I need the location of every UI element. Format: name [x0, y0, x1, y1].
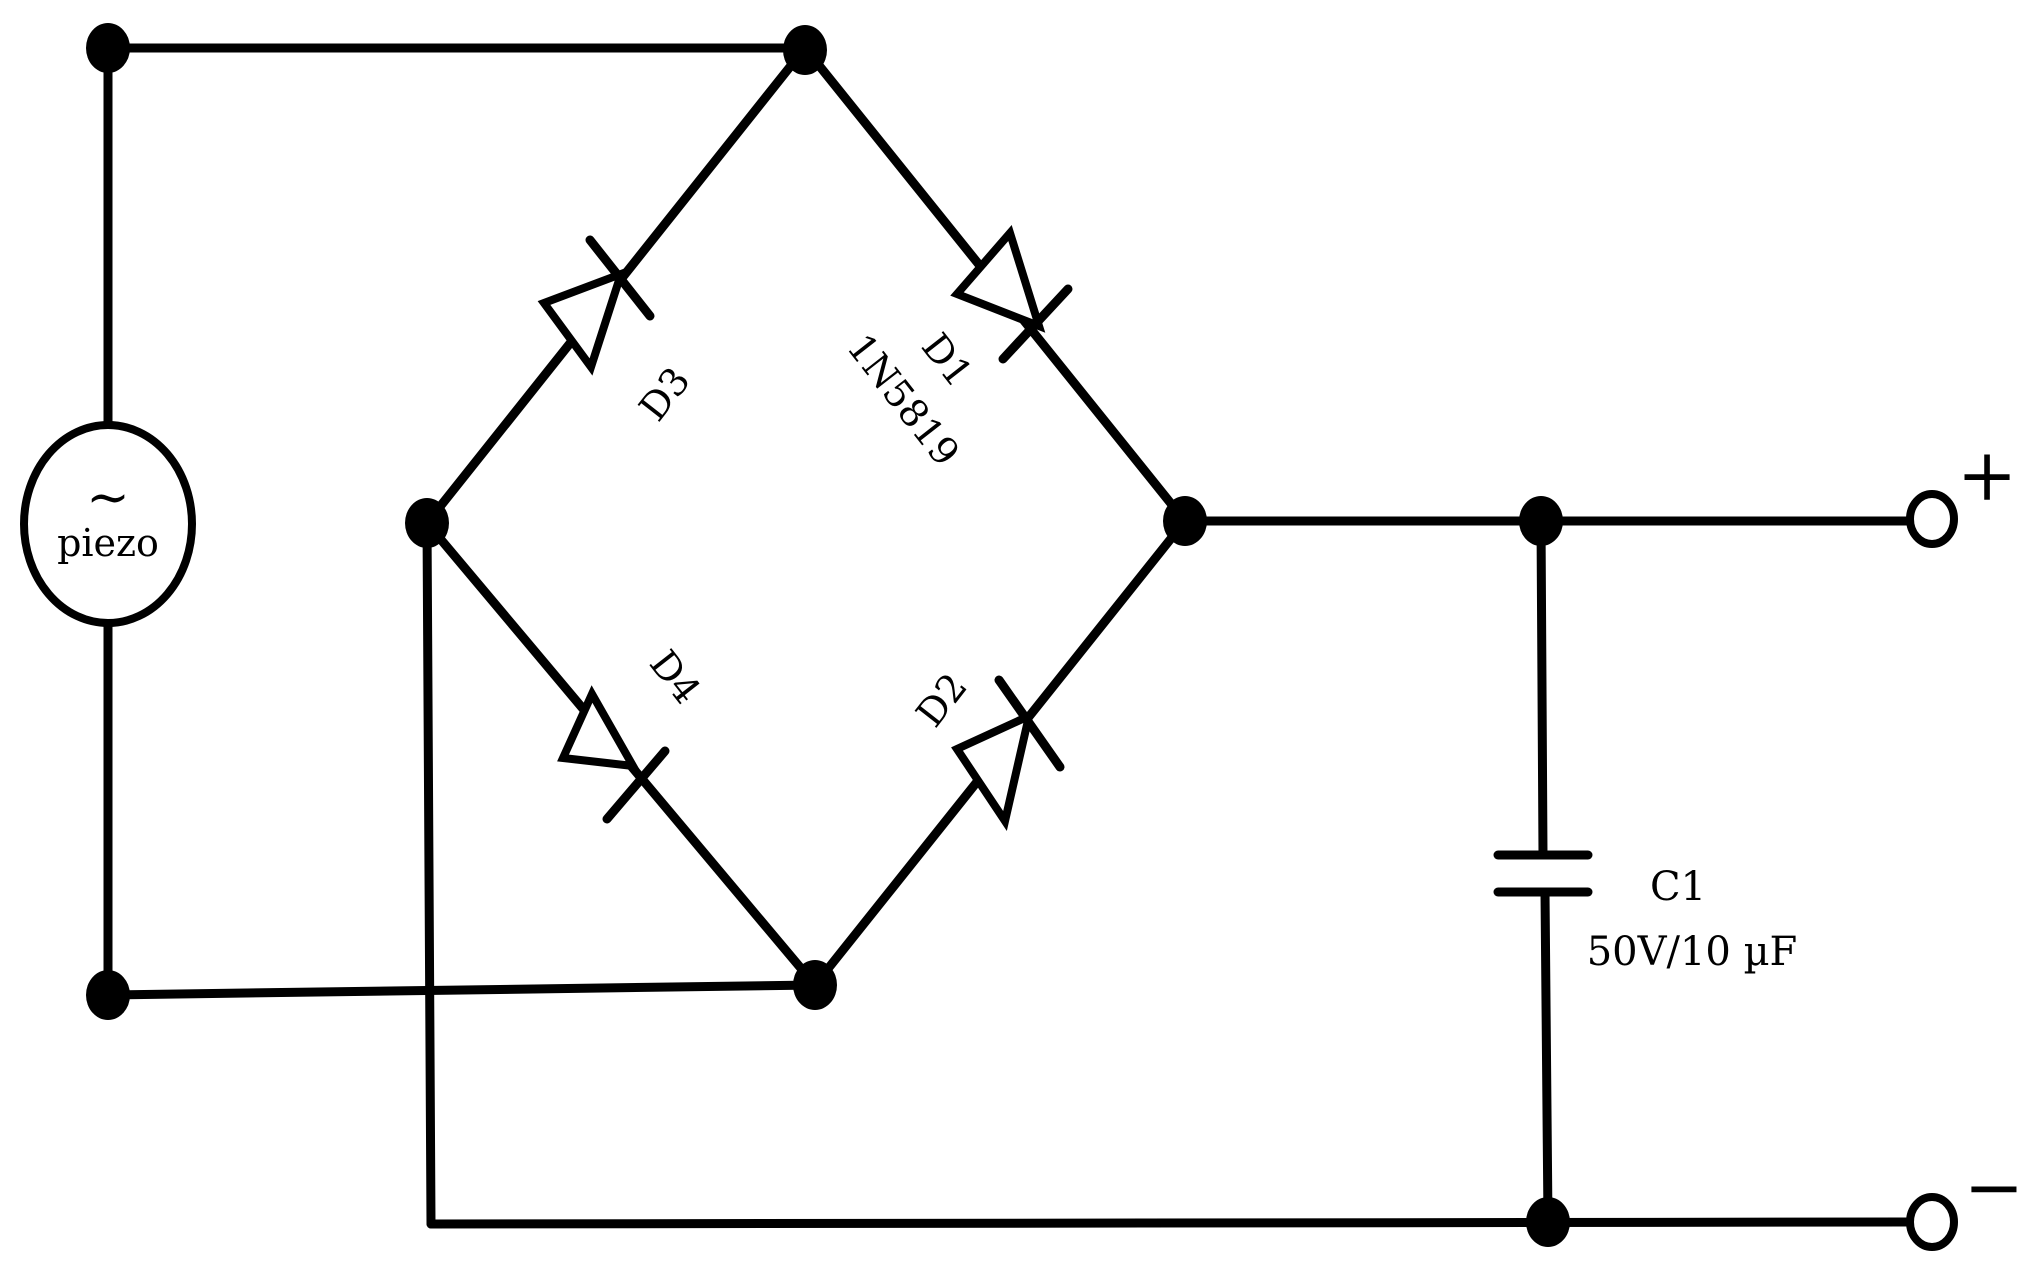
capacitor-c1-value: 50V/10 µF [1587, 929, 1798, 975]
terminal-negative-sign: − [1964, 1145, 2022, 1229]
diode-d2-triangle [951, 708, 1035, 831]
piezo-source: ~ piezo [20, 421, 196, 627]
junction-dot [1519, 496, 1563, 546]
diode-d4-cathode-bar [602, 746, 670, 824]
capacitor-c1-label: C1 [1650, 864, 1706, 910]
wire-bottom-left-to-bridge-bottom [103, 980, 820, 1000]
junction-dot [405, 498, 449, 548]
terminal-positive-ring [1906, 490, 1958, 548]
junction-dot [86, 23, 130, 73]
diode-d4 [422, 518, 820, 990]
wire-bridge-left-down [422, 518, 436, 1229]
piezo-source-label: piezo [57, 521, 159, 565]
wires [103, 43, 1915, 1229]
piezo-source-circle [20, 421, 196, 627]
output-terminals: + − [1906, 433, 2022, 1251]
junction-dot [86, 970, 130, 1020]
diode-d1-cathode-bar [998, 284, 1073, 364]
diode-d3-label: D3 [631, 359, 699, 429]
diode-d2-cathode-bar [994, 675, 1065, 772]
diode-d3-cathode-bar [585, 235, 655, 321]
terminal-negative-ring [1906, 1193, 1958, 1251]
piezo-source-symbol: ~ [86, 468, 130, 528]
diode-d3-triangle [537, 267, 628, 376]
diode-d1-triangle [950, 224, 1046, 333]
junction-dot [783, 25, 827, 75]
diode-d1 [800, 43, 1190, 526]
wire-cap-lower-lead [1540, 887, 1553, 1227]
diode-d2 [810, 516, 1190, 990]
junction-dot [1163, 496, 1207, 546]
wire-cap-upper-lead [1536, 516, 1548, 860]
terminal-positive-sign: + [1957, 433, 2017, 517]
component-labels: D3 D1 1N5819 D4 D2 C1 50V/10 µF [631, 325, 1798, 975]
junction-dot [1526, 1197, 1570, 1247]
capacitor-c1 [1493, 850, 1593, 897]
diode-d2-label: D2 [908, 665, 976, 735]
wire-ground-rail [426, 1217, 1915, 1229]
junction-dot [793, 960, 837, 1010]
diode-d4-triangle [557, 685, 641, 771]
diode-d3 [422, 43, 810, 528]
diode-d4-label: D4 [641, 642, 709, 712]
diode-d1-label: D1 [913, 325, 981, 395]
junctions [86, 23, 1570, 1247]
